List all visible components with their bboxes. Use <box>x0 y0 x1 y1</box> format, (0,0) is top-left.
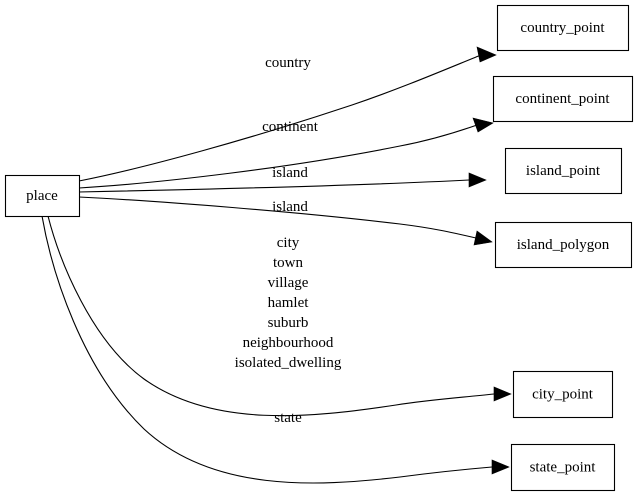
edge-place-to-continent_point <box>78 117 494 189</box>
node-island_point[interactable]: island_point <box>504 147 623 195</box>
edge-label-line: country <box>265 55 311 71</box>
edge-labels-layer: country continent island island city town vill… <box>235 55 342 426</box>
edge-label-line: neighbourhood <box>243 335 334 351</box>
arrowhead-icon <box>473 230 493 246</box>
edge-line <box>78 124 478 189</box>
arrowhead-icon <box>491 459 510 475</box>
edge-label-place-to-continent_point: continent <box>262 119 319 135</box>
edge-label-line: town <box>273 255 304 271</box>
node-box[interactable] <box>496 4 630 52</box>
edge-label-line: isolated_dwelling <box>235 355 342 371</box>
nodes-layer: place country_point continent_point island_… <box>4 4 634 492</box>
edge-label-place-to-country_point: country <box>265 55 311 71</box>
node-label-city_point: city_point <box>532 386 594 402</box>
edge-label-line: village <box>268 275 309 291</box>
edge-label-line: hamlet <box>268 295 310 311</box>
node-box[interactable] <box>492 75 634 123</box>
edge-label-line: state <box>274 410 302 426</box>
node-island_polygon[interactable]: island_polygon <box>494 221 633 269</box>
node-box[interactable] <box>494 221 633 269</box>
arrowhead-icon <box>468 172 487 188</box>
edge-line <box>41 215 493 484</box>
node-label-country_point: country_point <box>520 20 605 36</box>
node-label-island_point: island_point <box>526 163 601 179</box>
edge-label-line: continent <box>262 119 319 135</box>
edge-line <box>78 196 477 239</box>
edge-label-line: island <box>272 165 308 181</box>
node-box[interactable] <box>510 443 616 492</box>
edge-place-to-state_point <box>41 215 510 484</box>
node-box[interactable] <box>504 147 623 195</box>
edge-label-place-to-island_point: island <box>272 165 308 181</box>
arrowhead-icon <box>493 386 512 402</box>
edge-place-to-country_point <box>78 46 497 182</box>
edge-label-line: suburb <box>268 315 309 331</box>
edge-place-to-island_point <box>78 172 487 193</box>
edge-line <box>78 179 470 193</box>
node-label-place: place <box>26 188 58 204</box>
node-state_point[interactable]: state_point <box>510 443 616 492</box>
edge-label-line: city <box>277 235 300 251</box>
edge-label-place-to-city_point: city town village hamlet suburb neighbourhood… <box>235 235 342 371</box>
edge-line <box>78 54 482 182</box>
edge-label-place-to-state_point: state <box>274 410 302 426</box>
arrowhead-icon <box>472 117 494 133</box>
node-box[interactable] <box>4 174 81 218</box>
edge-label-line: island <box>272 199 308 215</box>
node-country_point[interactable]: country_point <box>496 4 630 52</box>
edge-line <box>47 215 495 417</box>
edge-label-place-to-island_polygon: island <box>272 199 308 215</box>
node-city_point[interactable]: city_point <box>512 370 614 419</box>
node-label-state_point: state_point <box>530 459 597 475</box>
edge-place-to-island_polygon <box>78 196 493 246</box>
node-place[interactable]: place <box>4 174 81 218</box>
node-continent_point[interactable]: continent_point <box>492 75 634 123</box>
node-label-island_polygon: island_polygon <box>517 237 610 253</box>
arrowhead-icon <box>476 46 497 63</box>
node-label-continent_point: continent_point <box>515 91 610 107</box>
edge-place-to-city_point <box>47 215 512 417</box>
edges-layer <box>41 46 512 484</box>
node-box[interactable] <box>512 370 614 419</box>
